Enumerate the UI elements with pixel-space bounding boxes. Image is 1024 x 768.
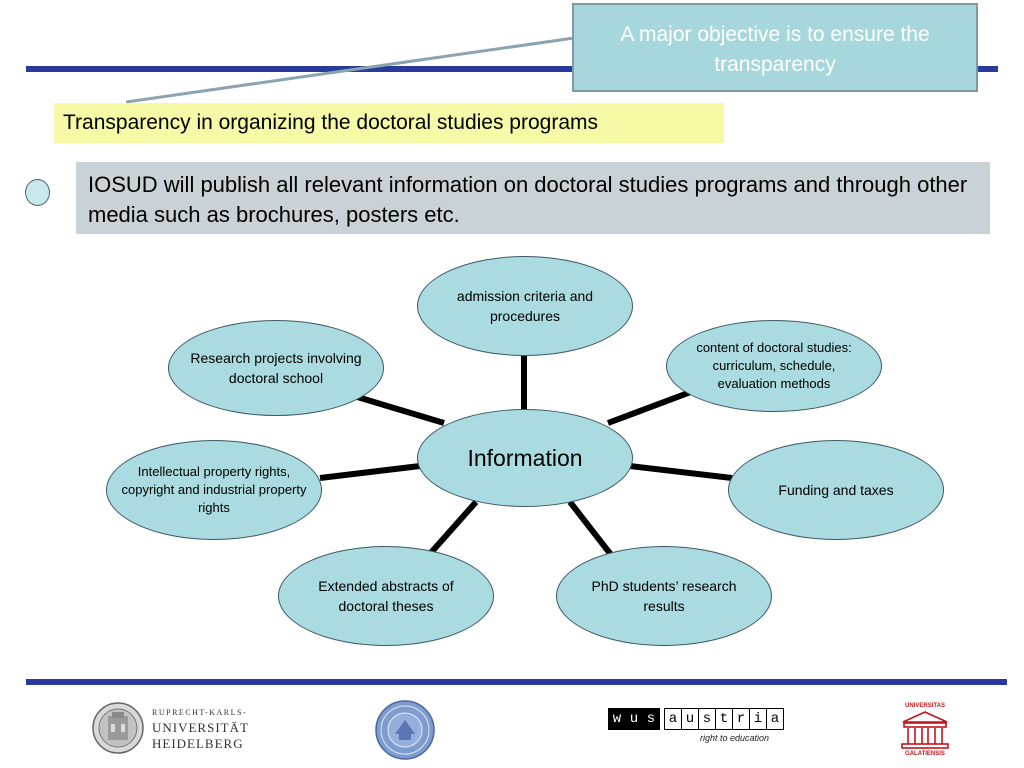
galati-building-icon xyxy=(901,711,949,749)
wus-austria-logo: w u s a u s t r i a xyxy=(608,708,784,730)
section-subtitle: Transparency in organizing the doctoral … xyxy=(54,103,724,143)
node-ip-rights-label: Intellectual property rights, copyright … xyxy=(121,464,307,515)
statement-box: IOSUD will publish all relevant informat… xyxy=(76,162,990,234)
callout-box: A major objective is to ensure the trans… xyxy=(572,3,978,92)
node-research-label: Research projects involving doctoral sch… xyxy=(190,350,362,386)
wus-tagline: right to education xyxy=(700,733,770,743)
spoke-phd-results xyxy=(567,500,615,558)
wus-letter: w xyxy=(608,708,626,730)
wus-letter: s xyxy=(698,708,716,730)
top-rule xyxy=(26,66,998,72)
heidelberg-line3: HEIDELBERG xyxy=(152,736,244,751)
node-center-label: Information xyxy=(467,445,583,471)
node-abstracts-label: Extended abstracts of doctoral theses xyxy=(318,578,454,614)
wus-letter: i xyxy=(749,708,767,730)
galati-logo-bottom: GALATIENSIS xyxy=(905,751,945,757)
university-seal-icon xyxy=(375,700,435,760)
heidelberg-line2: UNIVERSITÄT xyxy=(152,720,249,735)
node-funding-label: Funding and taxes xyxy=(778,482,894,498)
heidelberg-line1: RUPRECHT-KARLS- xyxy=(152,708,248,717)
wus-letter: u xyxy=(681,708,699,730)
spoke-ip-rights xyxy=(319,463,421,481)
bottom-rule xyxy=(26,679,1007,685)
node-ip-rights: Intellectual property rights, copyright … xyxy=(106,440,322,540)
node-phd-results: PhD students’ research results xyxy=(556,546,772,646)
wus-letter: a xyxy=(664,708,682,730)
wus-letter: s xyxy=(642,708,660,730)
node-research: Research projects involving doctoral sch… xyxy=(168,320,384,416)
node-phd-results-label: PhD students’ research results xyxy=(591,578,737,614)
node-funding: Funding and taxes xyxy=(728,440,944,540)
wus-letter: t xyxy=(715,708,733,730)
spoke-research xyxy=(353,393,445,426)
bullet-circle-icon xyxy=(25,179,50,206)
node-admission-label: admission criteria and procedures xyxy=(456,288,594,324)
node-center-information: Information xyxy=(417,409,633,507)
wus-letter: r xyxy=(732,708,750,730)
galati-logo-top: UNIVERSITAS xyxy=(905,703,945,709)
wus-letter: a xyxy=(766,708,784,730)
node-abstracts: Extended abstracts of doctoral theses xyxy=(278,546,494,646)
spoke-funding xyxy=(629,463,733,481)
wus-letter: u xyxy=(625,708,643,730)
node-admission: admission criteria and procedures xyxy=(417,256,633,356)
heidelberg-seal-icon xyxy=(92,702,144,754)
node-content-label: content of doctoral studies: curriculum,… xyxy=(696,340,852,391)
spoke-abstracts xyxy=(425,500,479,558)
node-content: content of doctoral studies: curriculum,… xyxy=(666,320,882,412)
